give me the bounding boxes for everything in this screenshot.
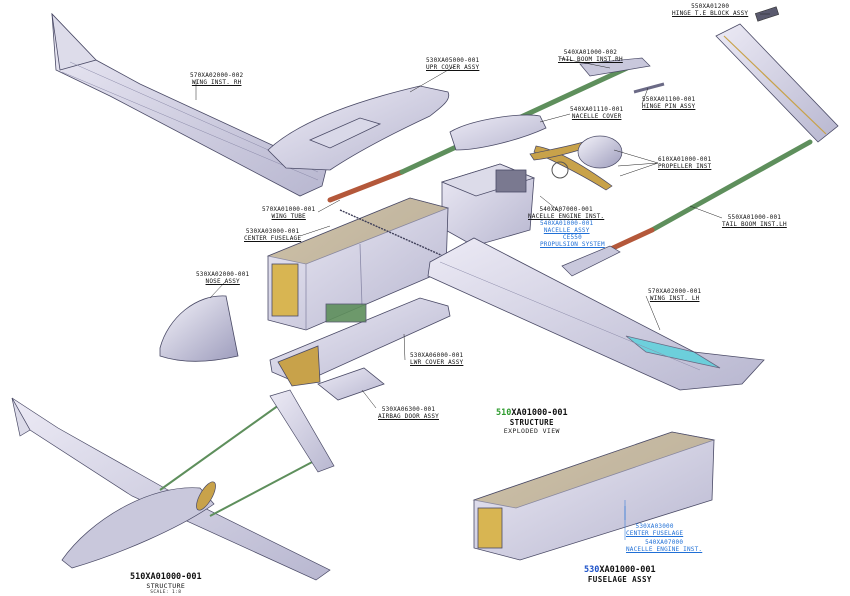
airbag-door [317,367,385,401]
label-propeller: 610XA01000-001 PROPELLER INST [658,156,711,170]
label-nacelle-assy: 540XA01000-001 NACELLE ASSY [540,220,593,234]
label-name: UPR COVER ASSY [426,64,480,71]
label-tail-boom-rh: 540XA01000-002 TAIL BOOM INST.RH [558,49,623,63]
label-code: 540XA01000-001 [540,220,594,227]
title-code-prefix: 530 [584,565,600,575]
label-hinge-block: 550XA01200 HINGE T.E BLOCK ASSY [672,3,748,17]
label-code: 530XA06000-001 [410,352,464,359]
upper-cover [267,85,450,171]
label-code: 530XA03000 [635,523,674,530]
label-upr-cover: 530XA05000-001 UPR COVER ASSY [426,57,479,71]
label-name: TAIL BOOM INST.RH [558,56,623,63]
title-scale: SCALE: 1:8 [150,590,182,595]
nacelle-engine [440,163,536,247]
label-code: 610XA01000-001 [658,156,712,163]
label-nose: 530XA02000-001 NOSE ASSY [196,271,249,285]
label-wing-lh: 570XA02000-001 WING INST. LH [648,288,701,302]
label-name: NACELLE ENGINE INST. [626,546,703,553]
tail-boom-lh [561,139,813,277]
nose-assy [159,295,239,362]
label-name: HINGE T.E BLOCK ASSY [672,10,749,17]
title-code-rest: XA01000-001 [599,565,656,575]
label-hinge-pin: 550XA01100-001 HINGE PIN ASSY [642,96,695,110]
hinge-pin [633,82,665,94]
wing-lh [427,237,765,391]
title-name: STRUCTURE [509,418,554,427]
label-code: CE550 [562,234,582,241]
label-code: 550XA01200 [691,3,730,10]
label-name: HINGE PIN ASSY [642,103,696,110]
nacelle-cover [449,114,547,151]
propeller [529,135,623,191]
label-wing-rh: 570XA02000-002 WING INST. RH [190,72,243,86]
label-code: 530XA03000-001 [245,228,300,235]
label-name: WING INST. RH [191,79,242,86]
label-airbag-door: 530XA06300-001 AIRBAG DOOR ASSY [378,406,439,420]
label-code: 540XA01110-001 [570,106,624,113]
label-name: NACELLE ENGINE INST. [528,213,605,220]
title-code-rest: XA01000-001 [511,408,568,418]
label-fuselage-center: 530XA03000 CENTER FUSELAGE [626,523,683,537]
label-code: 530XA02000-001 [196,271,250,278]
label-name: NACELLE ASSY [543,227,590,234]
label-code: 550XA01100-001 [642,96,696,103]
label-propulsion-system: CE550 PROPULSION SYSTEM [540,234,605,248]
label-code: 570XA02000-002 [190,72,244,79]
title-sub: EXPLODED VIEW [503,427,560,435]
label-center-fuselage: 530XA03000-001 CENTER FUSELAGE [244,228,301,242]
label-name: CENTER FUSELAGE [626,530,684,537]
label-name: AIRBAG DOOR ASSY [378,413,439,420]
label-code: 530XA06300-001 [381,406,436,413]
title-exploded-view: 510XA01000-001 STRUCTURE EXPLODED VIEW [496,408,568,435]
label-code: 570XA02000-001 [648,288,702,295]
title-code-prefix: 510 [496,408,512,418]
leader-lines [195,13,770,409]
title-fuselage-assy: 530XA01000-001 FUSELAGE ASSY [584,565,656,584]
label-lwr-cover: 530XA06000-001 LWR COVER ASSY [410,352,463,366]
label-code: 550XA01000-001 [727,214,782,221]
fuselage-assembly [472,431,716,561]
wing-rh [51,12,327,197]
label-name: WING TUBE [271,213,306,220]
title-code: 510XA01000-001 [130,572,202,582]
label-code: 530XA05000-001 [426,57,480,64]
label-tail-boom-lh: 550XA01000-001 TAIL BOOM INST.LH [722,214,787,228]
label-code: 540XA07000 [645,539,684,546]
label-nacelle-cover: 540XA01110-001 NACELLE COVER [570,106,623,120]
label-nacelle-engine: 540XA07000-001 NACELLE ENGINE INST. [528,206,604,220]
title-name: FUSELAGE ASSY [587,575,652,584]
label-name: CENTER FUSELAGE [244,235,302,242]
assembled-structure [11,389,335,581]
lower-cover [269,297,451,387]
horizontal-tail [715,23,839,143]
label-name: PROPULSION SYSTEM [540,241,605,248]
label-name: TAIL BOOM INST.LH [722,221,787,228]
label-code: 540XA07000-001 [539,206,593,213]
label-code: 570XA01000-001 [262,206,316,213]
label-name: NOSE ASSY [205,278,240,285]
label-name: LWR COVER ASSY [410,359,464,366]
title-name: STRUCTURE [146,582,186,590]
label-code: 540XA01000-002 [563,49,618,56]
center-fuselage [266,197,450,331]
label-name: NACELLE COVER [571,113,622,120]
label-wing-tube: 570XA01000-001 WING TUBE [262,206,315,220]
label-name: WING INST. LH [649,295,700,302]
title-structure: 510XA01000-001 STRUCTURE SCALE: 1:8 [130,572,202,595]
label-name: PROPELLER INST [658,163,712,170]
label-fuselage-engine: 540XA07000 NACELLE ENGINE INST. [626,539,702,553]
